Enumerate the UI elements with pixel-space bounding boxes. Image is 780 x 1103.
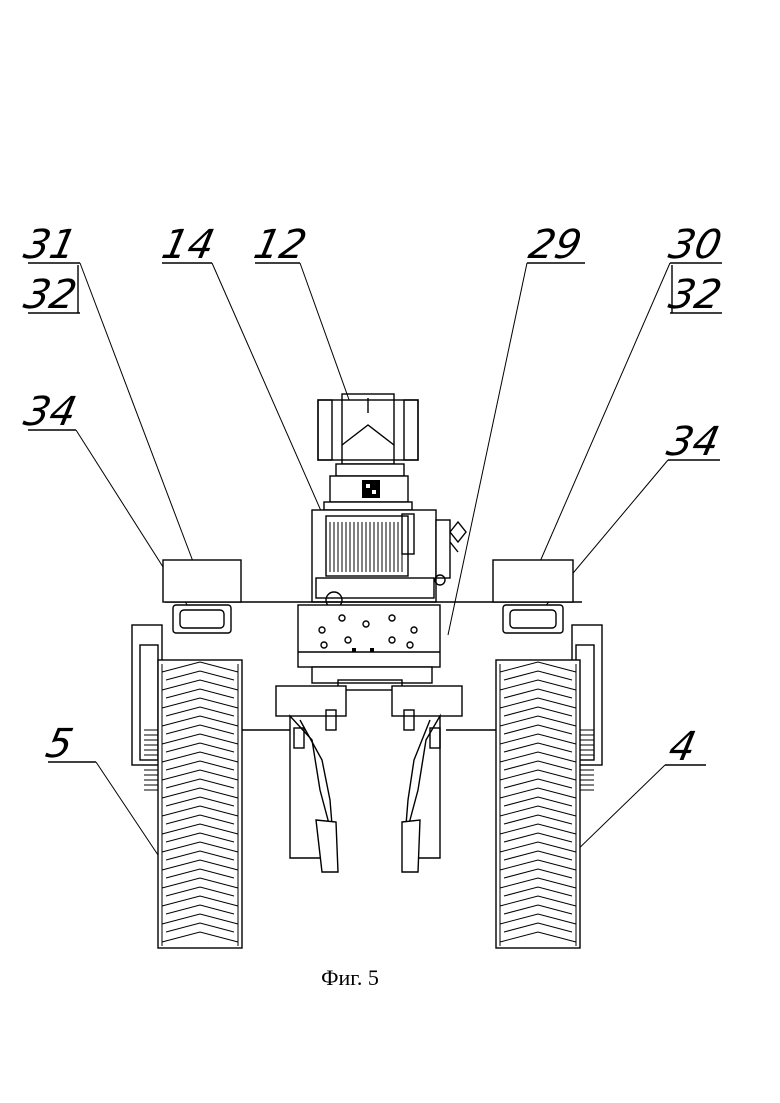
- gripper-left: [276, 686, 346, 872]
- figure-caption: Фиг. 5: [321, 965, 379, 990]
- left-sensor-window: [173, 605, 231, 633]
- right-track-assembly: [493, 560, 602, 948]
- label-14: 14: [158, 220, 219, 267]
- left-track-assembly: [132, 560, 242, 948]
- right-housing: [493, 560, 573, 602]
- label-12: 12: [250, 220, 311, 267]
- right-sensor-window: [503, 605, 563, 633]
- label-32-right: 32: [665, 270, 726, 317]
- gripper-right: [392, 686, 462, 872]
- label-34-left: 34: [20, 387, 81, 434]
- motor-unit: [318, 394, 418, 510]
- label-31: 31: [20, 220, 81, 267]
- label-34-right: 34: [663, 417, 724, 464]
- left-housing: [163, 560, 241, 602]
- label-32-left: 32: [20, 270, 81, 317]
- central-body: [298, 605, 440, 690]
- label-5: 5: [42, 719, 78, 766]
- label-30: 30: [665, 220, 726, 267]
- label-4: 4: [665, 722, 701, 769]
- label-29: 29: [525, 220, 586, 267]
